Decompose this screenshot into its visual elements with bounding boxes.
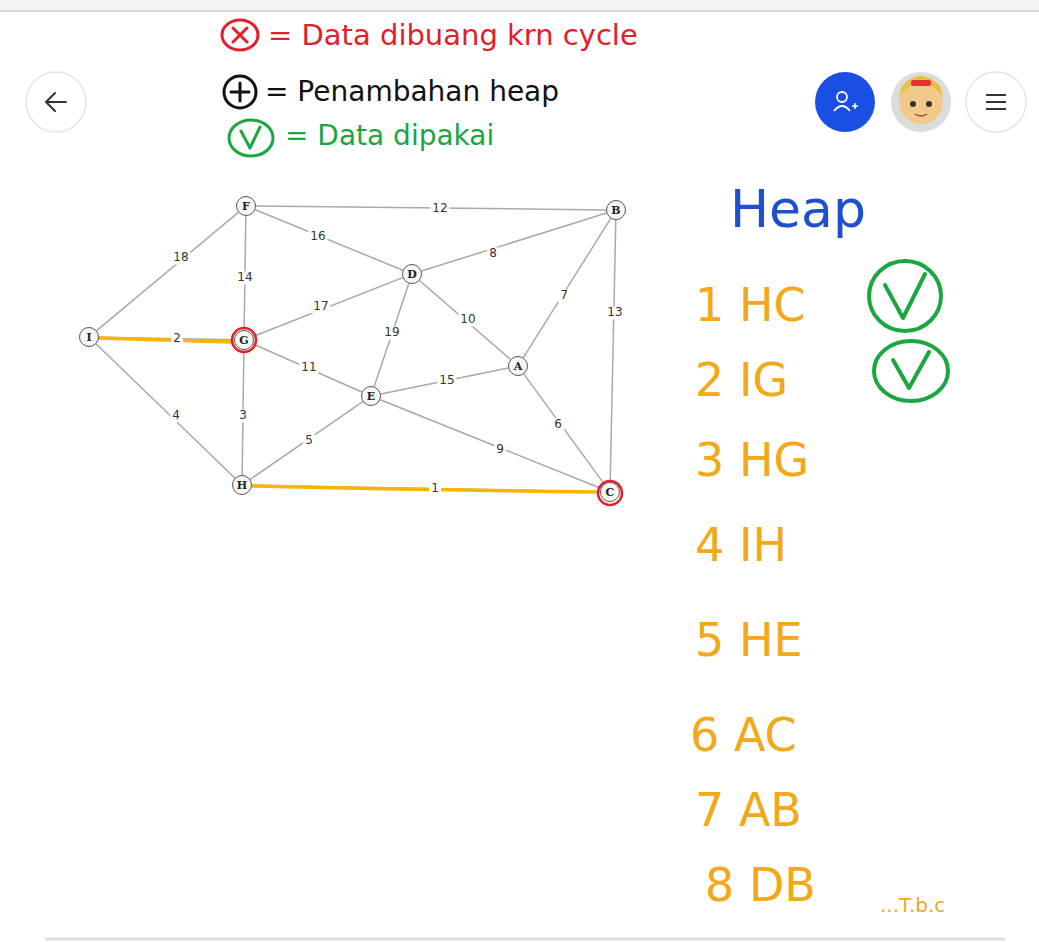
- highlight-circle: [598, 481, 622, 505]
- graph-vertex: B: [606, 200, 626, 220]
- edge-weight: 12: [430, 202, 449, 215]
- vertex-letter: I: [86, 332, 91, 343]
- heap-item: 8 DB: [705, 860, 816, 911]
- graph-edge: [252, 485, 600, 492]
- edge-weight: 5: [303, 434, 315, 447]
- graph-vertex: I: [79, 327, 99, 347]
- edge-weight: 3: [237, 409, 249, 422]
- heap-item: 1 HC: [695, 280, 806, 331]
- graph-edge: [422, 213, 607, 271]
- note: ...T.b.c: [880, 894, 945, 916]
- heap-item: 3 HG: [695, 435, 809, 486]
- check-symbol: [229, 120, 273, 156]
- edge-weight: 9: [494, 443, 506, 456]
- edge-weight: 14: [235, 271, 254, 284]
- highlight-stroke: [253, 486, 598, 492]
- edge-weight: 1: [429, 482, 441, 495]
- vertex-letter: H: [237, 480, 247, 491]
- edge-weight: 2: [171, 332, 183, 345]
- top-bar: [0, 0, 1039, 11]
- graph-edge: [523, 218, 610, 357]
- edge-weight: 10: [458, 313, 477, 326]
- graph-edge: [96, 344, 235, 478]
- graph-vertex: E: [361, 386, 381, 406]
- check-mark: [874, 341, 948, 401]
- bottom-bar: [45, 938, 1005, 941]
- graph-vertex: C: [600, 482, 620, 502]
- highlight-circle: [232, 328, 256, 352]
- vertex-letter: G: [239, 335, 248, 346]
- vertex-letter: E: [367, 391, 375, 402]
- graph-edge: [374, 283, 409, 386]
- vertex-letter: D: [407, 269, 417, 280]
- graph-edge: [610, 220, 616, 482]
- graph-edge: [97, 212, 239, 330]
- add-user-button: [815, 72, 875, 132]
- graph-vertex: A: [508, 356, 528, 376]
- edge-weight: 19: [382, 326, 401, 339]
- vertex-letter: A: [514, 361, 523, 372]
- heap-item: 6 AC: [690, 710, 797, 761]
- highlight-stroke: [99, 338, 232, 342]
- graph-edge: [253, 278, 402, 337]
- graph-edge: [420, 281, 511, 360]
- edge-weight: 4: [170, 409, 182, 422]
- legend-text: = Penambahan heap: [265, 77, 559, 108]
- edge-weight: 11: [299, 361, 318, 374]
- top-bar-edge: [0, 10, 1039, 12]
- graph-vertex: G: [234, 330, 254, 350]
- edge-weight: 8: [487, 247, 499, 260]
- menu-button: [966, 72, 1026, 132]
- heap-item: 4 IH: [695, 520, 787, 571]
- heap-title: Heap: [730, 181, 866, 238]
- graph-edge: [253, 344, 362, 392]
- edge-weight: 17: [311, 300, 330, 313]
- vertex-letter: F: [242, 201, 250, 212]
- edge-weight: 16: [308, 230, 327, 243]
- edge-weight: 15: [437, 374, 456, 387]
- graph-edge: [255, 210, 402, 270]
- graph-edge: [250, 402, 363, 480]
- check-mark: [869, 261, 941, 331]
- graph-vertex: F: [236, 196, 256, 216]
- graph-edge: [524, 374, 604, 484]
- cross-symbol: [222, 20, 258, 50]
- edge-weight: 7: [558, 289, 570, 302]
- back-button: [26, 72, 86, 132]
- edge-weight: 18: [171, 251, 190, 264]
- legend-text: = Data dipakai: [285, 121, 494, 152]
- legend-text: = Data dibuang krn cycle: [268, 20, 638, 52]
- graph-vertex: D: [402, 264, 422, 284]
- vertex-letter: B: [611, 205, 620, 216]
- edge-weight: 6: [552, 418, 564, 431]
- heap-item: 7 AB: [695, 785, 802, 836]
- edge-weight: 13: [605, 306, 624, 319]
- plus-symbol: [224, 76, 256, 108]
- heap-item: 5 HE: [695, 615, 803, 666]
- heap-item: 2 IG: [695, 355, 788, 406]
- vertex-letter: C: [606, 487, 615, 498]
- graph-edge: [380, 400, 600, 489]
- graph-vertex: H: [232, 475, 252, 495]
- avatar: [891, 72, 951, 132]
- graph-edge: [381, 368, 508, 394]
